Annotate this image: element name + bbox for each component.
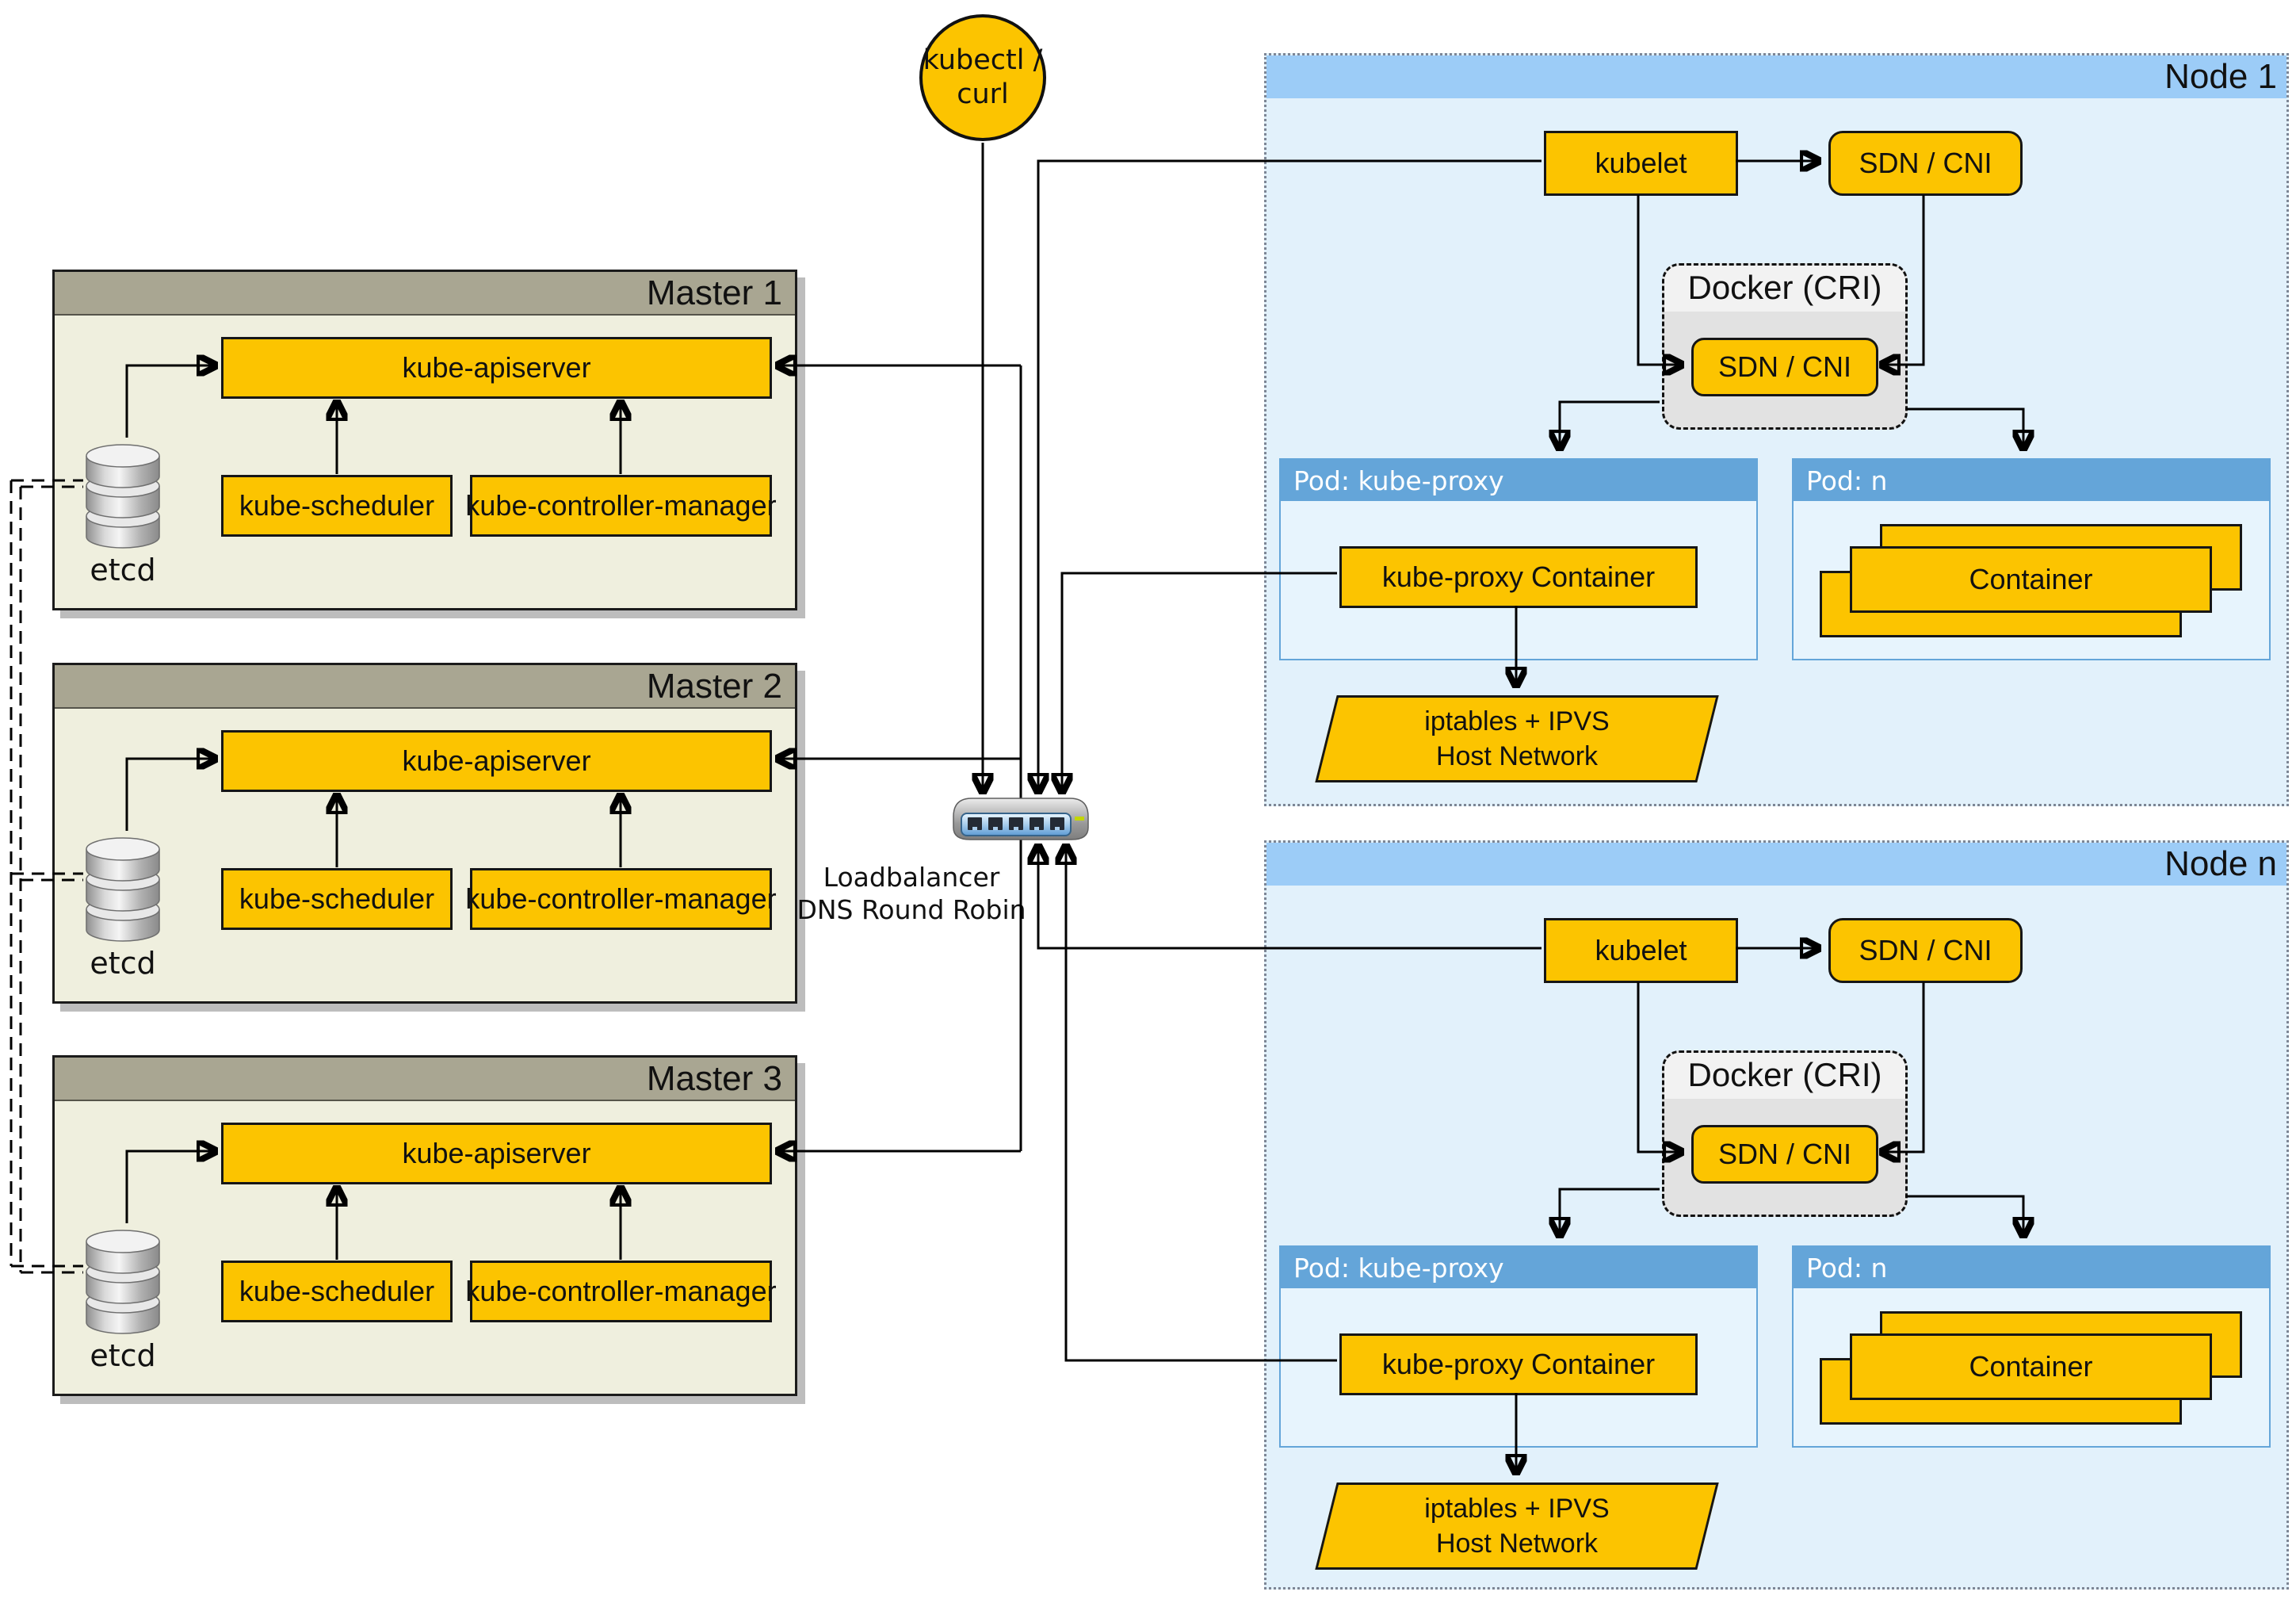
iptables-label-line2: Host Network (1435, 741, 1599, 771)
sdn-cni-box: SDN / CNI (1828, 131, 2023, 196)
iptables-label-line1: iptables + IPVS (1424, 1494, 1610, 1524)
node-1-box: Node 1 kubelet SDN / CNI Docker (CRI) SD… (1264, 53, 2289, 806)
pod-title: Pod: kube-proxy (1293, 1252, 1504, 1284)
node-header: Node n (1266, 843, 2286, 886)
etcd-label: etcd (90, 946, 156, 981)
master-header: Master 1 (55, 272, 795, 316)
pod-title: Pod: n (1806, 465, 1888, 496)
pod-n-box: Pod: n Container (1792, 1245, 2271, 1448)
kubelet-box: kubelet (1544, 131, 1738, 196)
kubectl-curl-ellipse: kubectl / curl (919, 14, 1046, 141)
sdn-cni-box: SDN / CNI (1828, 918, 2023, 983)
master-2-box: Master 2 kube-apiserver kube-scheduler k… (52, 663, 797, 1004)
pod-title: Pod: n (1806, 1252, 1888, 1284)
kubectl-label-line2: curl (957, 78, 1009, 110)
docker-title-strip (1664, 1053, 1905, 1099)
pod-kube-proxy-box: Pod: kube-proxy kube-proxy Container (1279, 458, 1758, 660)
kube-apiserver-box: kube-apiserver (221, 1123, 772, 1184)
kube-scheduler-box: kube-scheduler (221, 475, 453, 537)
node-title: Node 1 (2164, 57, 2277, 96)
pod-n-box: Pod: n Container (1792, 458, 2271, 660)
docker-sdn-cni-box: SDN / CNI (1691, 338, 1878, 396)
iptables-parallelogram: iptables + IPVS Host Network (1315, 695, 1719, 782)
loadbalancer-label-line2: DNS Round Robin (797, 894, 1026, 925)
kube-proxy-container-box: kube-proxy Container (1339, 546, 1698, 608)
pod-header: Pod: n (1794, 1247, 2269, 1288)
kube-apiserver-box: kube-apiserver (221, 730, 772, 792)
docker-cri-title: Docker (CRI) (1687, 269, 1882, 306)
docker-title-strip (1664, 266, 1905, 312)
container-box-front: Container (1850, 546, 2212, 613)
kube-scheduler-box: kube-scheduler (221, 1261, 453, 1322)
docker-cri-title: Docker (CRI) (1687, 1056, 1882, 1093)
master-header: Master 2 (55, 665, 795, 709)
master-title: Master 3 (646, 1058, 782, 1098)
iptables-parallelogram: iptables + IPVS Host Network (1315, 1482, 1719, 1570)
pod-header: Pod: n (1794, 460, 2269, 501)
kubelet-box: kubelet (1544, 918, 1738, 983)
kube-controller-manager-box: kube-controller-manager (465, 475, 777, 537)
master-title: Master 2 (646, 666, 782, 706)
kube-controller-manager-box: kube-controller-manager (465, 868, 777, 930)
etcd-label: etcd (90, 1338, 156, 1373)
kube-apiserver-box: kube-apiserver (221, 337, 772, 399)
etcd-label: etcd (90, 553, 156, 587)
node-n-box: Node n kubelet SDN / CNI Docker (CRI) SD… (1264, 840, 2289, 1590)
iptables-label-line2: Host Network (1435, 1528, 1599, 1559)
kube-scheduler-box: kube-scheduler (221, 868, 453, 930)
iptables-label-line1: iptables + IPVS (1424, 706, 1610, 736)
pod-header: Pod: kube-proxy (1281, 460, 1756, 501)
master-1-box: Master 1 kube-apiserver kube-scheduler k… (52, 270, 797, 610)
loadbalancer-label-line1: Loadbalancer (823, 862, 1000, 893)
kubectl-label-line1: kubectl / (923, 44, 1043, 76)
container-box-front: Container (1850, 1333, 2212, 1400)
master-header: Master 3 (55, 1058, 795, 1101)
etcd-database-icon (83, 438, 162, 549)
master-title: Master 1 (646, 273, 782, 312)
loadbalancer-router-icon (953, 798, 1089, 840)
kube-controller-manager-box: kube-controller-manager (465, 1261, 777, 1322)
etcd-database-icon (83, 1224, 162, 1335)
loadbalancer-label: Loadbalancer DNS Round Robin (781, 861, 1042, 926)
pod-title: Pod: kube-proxy (1293, 465, 1504, 496)
master-3-box: Master 3 kube-apiserver kube-scheduler k… (52, 1055, 797, 1396)
etcd-database-icon (83, 832, 162, 943)
docker-sdn-cni-box: SDN / CNI (1691, 1125, 1878, 1184)
pod-header: Pod: kube-proxy (1281, 1247, 1756, 1288)
node-header: Node 1 (1266, 55, 2286, 98)
node-title: Node n (2164, 844, 2277, 883)
kube-proxy-container-box: kube-proxy Container (1339, 1333, 1698, 1395)
pod-kube-proxy-box: Pod: kube-proxy kube-proxy Container (1279, 1245, 1758, 1448)
